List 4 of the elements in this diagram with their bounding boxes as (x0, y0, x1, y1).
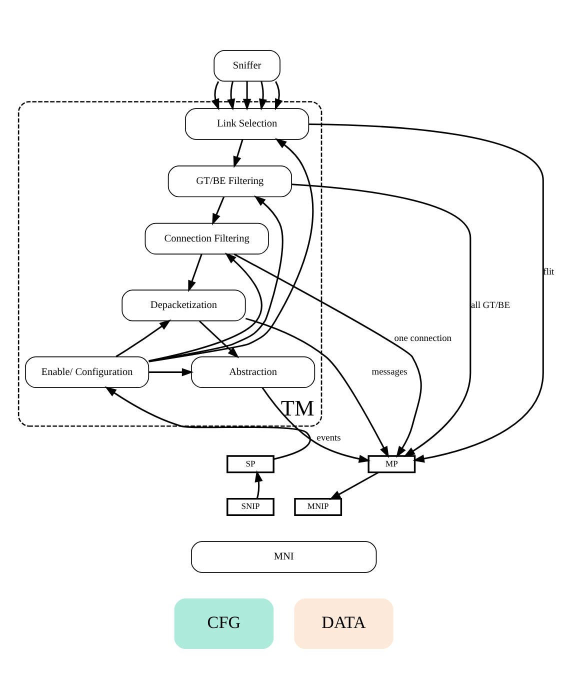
edge-label: messages (372, 368, 408, 378)
edge-label: one connection (394, 334, 452, 344)
edge-label: events (316, 433, 341, 444)
edge-label: all GT/BE (471, 300, 510, 311)
